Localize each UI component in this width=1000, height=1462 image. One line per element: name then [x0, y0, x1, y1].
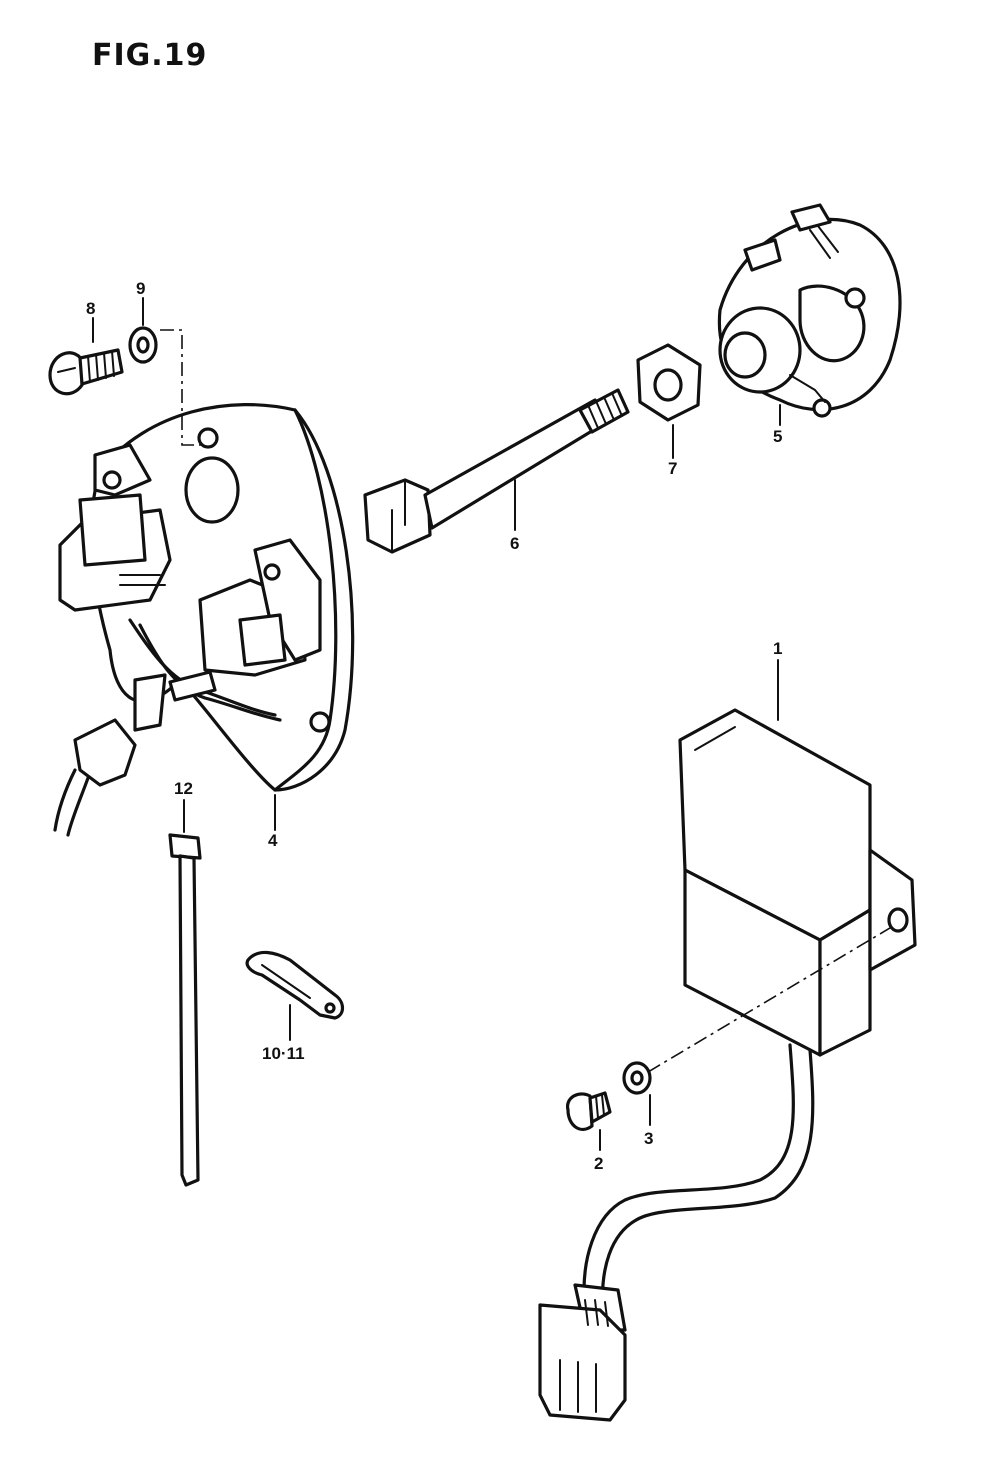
callout-8: 8: [86, 299, 96, 318]
callout-3: 3: [644, 1129, 654, 1148]
callout-10-11: 10·11: [262, 1044, 305, 1063]
part-2-screw: [565, 1091, 612, 1131]
callout-6: 6: [510, 534, 520, 553]
callout-4: 4: [268, 831, 278, 850]
part-5-rotor: [717, 203, 902, 418]
part-8-screw: [48, 348, 124, 396]
callout-1: 1: [773, 639, 783, 658]
callout-12: 12: [174, 779, 193, 798]
part-12-cable-tie: [168, 833, 202, 1187]
callout-7: 7: [668, 459, 678, 478]
part-4-base-plate: [53, 403, 355, 837]
callout-9: 9: [136, 279, 146, 298]
part-1-ignitor: [538, 708, 917, 1422]
part-9-washer: [128, 326, 158, 364]
part-10-11-clamp: [245, 950, 345, 1020]
part-6-bolt: [363, 388, 630, 554]
part-7-nut: [636, 343, 702, 422]
callout-2: 2: [594, 1154, 604, 1173]
figure-title: FIG.19: [92, 38, 208, 73]
leader-9-to-plate: [160, 329, 205, 446]
callout-5: 5: [773, 427, 783, 446]
leader-3-to-ignitor: [647, 924, 896, 1073]
callout-leaders: [92, 297, 781, 1151]
part-3-washer: [622, 1061, 652, 1095]
